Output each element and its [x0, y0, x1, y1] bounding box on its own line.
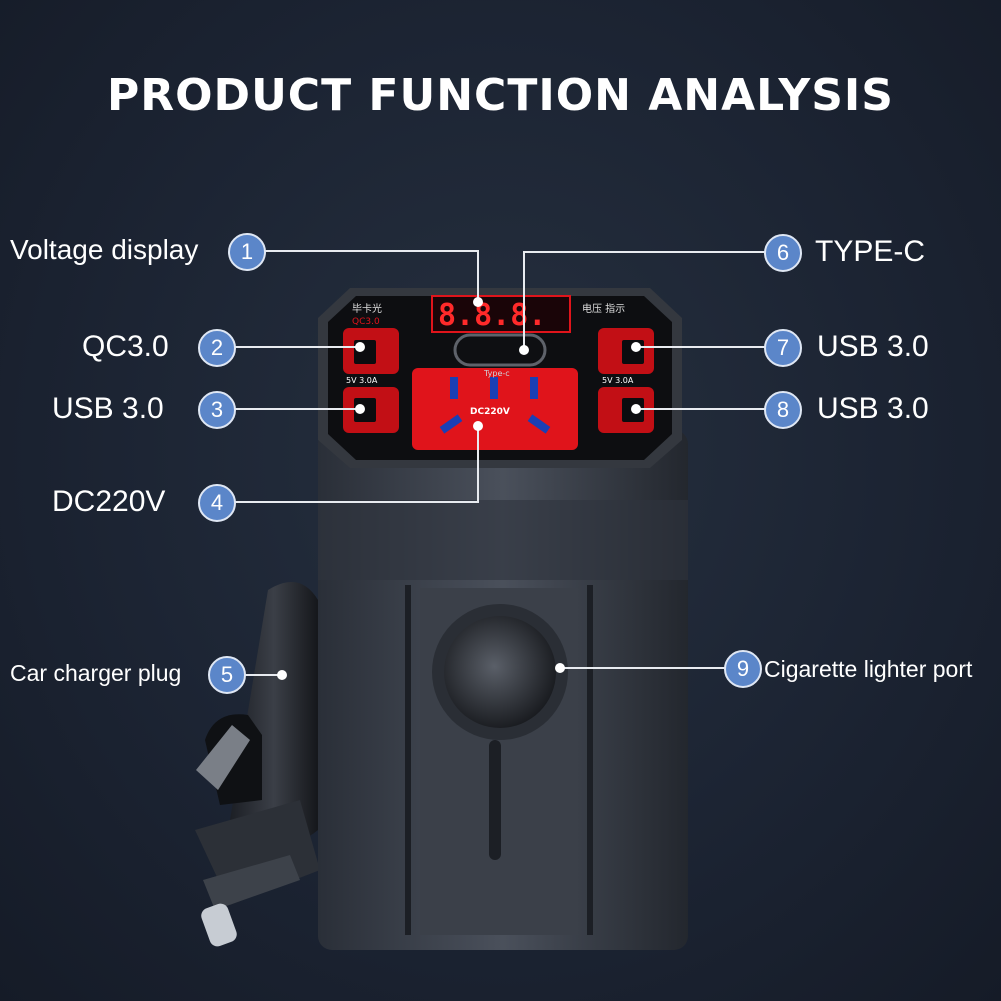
callout-label-type-c: TYPE-C	[815, 235, 926, 268]
car-charger-plug	[195, 582, 320, 947]
callout-label-cigarette-lighter-port: Cigarette lighter port	[764, 656, 973, 682]
panel-label-voltage: 电压 指示	[582, 302, 625, 315]
callout-label-dc220v: DC220V	[52, 485, 166, 518]
panel-label-left-rating: 5V 3.0A	[346, 376, 378, 385]
charger-body	[318, 430, 688, 950]
callout-badge-6: 6	[764, 234, 802, 272]
callout-badge-4: 4	[198, 484, 236, 522]
callout-badge-5: 5	[208, 656, 246, 694]
control-panel: 8.8.8. 毕卡光 QC3.0 电压 指示 Type-c 5V 3.0A 5V…	[318, 288, 682, 468]
voltage-readout: 8.8.8.	[438, 298, 546, 333]
callout-label-usb30-right-top: USB 3.0	[817, 330, 929, 363]
leader-lines	[233, 250, 782, 676]
panel-label-right-rating: 5V 3.0A	[602, 376, 634, 385]
callout-label-usb30-left: USB 3.0	[52, 392, 164, 425]
callout-badge-7: 7	[764, 329, 802, 367]
page-title: PRODUCT FUNCTION ANALYSIS	[107, 70, 894, 121]
callout-badge-8: 8	[764, 391, 802, 429]
callout-badge-2: 2	[198, 329, 236, 367]
callout-label-car-charger-plug: Car charger plug	[10, 660, 182, 686]
panel-label-typec: Type-c	[483, 369, 510, 378]
callout-badge-1: 1	[228, 233, 266, 271]
callout-label-usb30-right-bottom: USB 3.0	[817, 392, 929, 425]
callout-badge-3: 3	[198, 391, 236, 429]
panel-label-qc: QC3.0	[352, 317, 380, 327]
callout-label-voltage-display: Voltage display	[10, 234, 199, 265]
callout-label-qc30: QC3.0	[82, 330, 169, 363]
leader-dots	[277, 297, 641, 680]
callout-badge-9: 9	[724, 650, 762, 688]
cigarette-lighter-port-hole	[444, 616, 556, 728]
panel-label-dc: DC220V	[470, 407, 510, 417]
brand-mark: 毕卡光	[352, 302, 382, 315]
